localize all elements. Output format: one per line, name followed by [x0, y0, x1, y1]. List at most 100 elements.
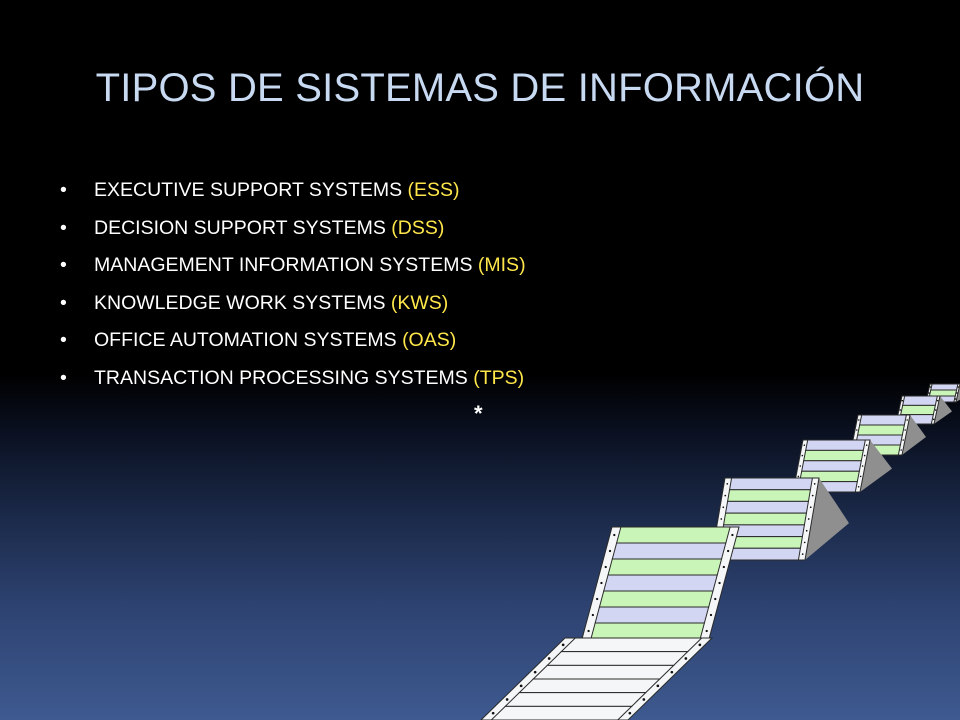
sprocket-hole — [904, 429, 906, 431]
sprocket-hole — [731, 533, 734, 537]
sprocket-hole — [608, 549, 612, 553]
sprocket-hole — [720, 518, 723, 520]
sprocket-hole — [726, 483, 729, 485]
bullet-icon: • — [60, 291, 67, 314]
paper-sheet — [590, 622, 706, 640]
item-abbr: (KWS) — [390, 291, 449, 314]
paper-sheet — [853, 444, 901, 456]
sprocket-hole — [591, 613, 595, 617]
paper-sheet — [870, 440, 892, 469]
paper-sheet — [504, 692, 647, 707]
item-name: DECISION SUPPORT SYSTEMS — [94, 216, 386, 239]
item-name: TRANSACTION PROCESSING SYSTEMS — [94, 366, 468, 389]
sprocket-hole — [954, 398, 957, 400]
paper-sheet — [792, 439, 871, 493]
sprocket-hole — [799, 465, 802, 467]
item-abbr: (ESS) — [407, 179, 460, 201]
sprocket-hole — [587, 629, 590, 633]
sprocket-hole — [714, 553, 717, 555]
list-item-ess: • EXECUTIVE SUPPORT SYSTEMS (ESS) — [60, 172, 526, 210]
sprocket-hole — [957, 386, 960, 388]
item-name: OFFICE AUTOMATION SYSTEMS — [94, 329, 397, 352]
footnote-mark: * — [474, 401, 483, 426]
sprocket-hole — [797, 475, 800, 478]
list-item-tps: • TRANSACTION PROCESSING SYSTEMS (TPS) — [60, 360, 526, 398]
paper-sheet — [728, 477, 814, 491]
paper-sheet — [532, 664, 675, 680]
sprocket-hole — [901, 399, 904, 402]
sprocket-hole — [561, 643, 565, 647]
sprocket-hole — [857, 486, 860, 488]
paper-sheet — [859, 414, 907, 426]
sprocket-hole — [716, 541, 719, 544]
sprocket-hole — [813, 483, 816, 485]
paper-sheet — [910, 415, 926, 437]
sprocket-hole — [805, 529, 808, 532]
sprocket-hole — [628, 711, 632, 715]
list-item-dss: • DECISION SUPPORT SYSTEMS (DSS) — [60, 210, 526, 248]
item-abbr: (TPS) — [473, 366, 525, 389]
sprocket-hole — [858, 419, 860, 421]
paper-sheet — [855, 434, 903, 446]
sprocket-hole — [519, 684, 523, 688]
sprocket-hole — [807, 518, 810, 520]
sprocket-hole — [801, 553, 804, 555]
paper-sheet — [480, 637, 714, 720]
bullet-icon: • — [60, 179, 67, 201]
bullet-icon: • — [60, 329, 67, 352]
sprocket-hole — [852, 449, 854, 451]
sprocket-hole — [718, 581, 721, 585]
paper-sheet — [895, 395, 941, 425]
paper-sheet — [607, 558, 723, 576]
paper-sheet — [581, 526, 740, 640]
item-abbr: (DSS) — [391, 216, 445, 239]
sprocket-hole — [932, 418, 935, 421]
item-name: EXECUTIVE SUPPORT SYSTEMS — [94, 179, 403, 201]
paper-sheet — [940, 396, 952, 412]
paper-sheet — [860, 440, 892, 492]
paper-sheet — [560, 637, 703, 653]
paper-sheet — [726, 489, 812, 502]
paper-sheet — [801, 460, 862, 472]
sprocket-hole — [900, 449, 902, 451]
sprocket-hole — [724, 494, 727, 497]
sprocket-hole — [863, 454, 866, 457]
sprocket-hole — [934, 409, 937, 411]
sprocket-hole — [714, 597, 717, 601]
sprocket-hole — [491, 711, 495, 715]
sprocket-hole — [801, 454, 804, 457]
paper-sheet — [819, 478, 849, 524]
sprocket-hole — [547, 657, 551, 660]
paper-sheet — [722, 512, 808, 526]
sprocket-hole — [936, 399, 939, 402]
paper-sheet — [490, 705, 633, 720]
sprocket-hole — [726, 549, 730, 553]
paper-sheet — [603, 574, 718, 592]
sprocket-hole — [505, 698, 509, 701]
paper-sheet — [857, 424, 905, 436]
sprocket-hole — [859, 475, 862, 478]
paper-sheet — [898, 414, 934, 425]
paper-sheet — [710, 477, 820, 561]
sprocket-hole — [803, 541, 806, 544]
sprocket-hole — [956, 392, 958, 394]
paper-sheet — [720, 524, 806, 538]
sprocket-hole — [811, 494, 814, 497]
sprocket-hole — [533, 670, 537, 674]
item-abbr: (OAS) — [402, 329, 457, 352]
paper-sheet — [615, 526, 731, 544]
paper-sheet — [546, 651, 689, 666]
paper-sheet — [902, 415, 926, 455]
paper-sheet — [900, 404, 936, 416]
sprocket-hole — [795, 486, 798, 488]
sprocket-hole — [899, 409, 902, 411]
paper-sheet — [598, 590, 714, 608]
item-name: MANAGEMENT INFORMATION SYSTEMS — [94, 254, 473, 277]
sprocket-hole — [928, 392, 930, 394]
sprocket-hole — [709, 613, 713, 617]
paper-sheet — [611, 542, 727, 560]
paper-sheet — [805, 439, 866, 451]
sprocket-hole — [902, 439, 904, 441]
bullet-icon: • — [60, 366, 67, 389]
paper-sheet — [934, 396, 952, 424]
